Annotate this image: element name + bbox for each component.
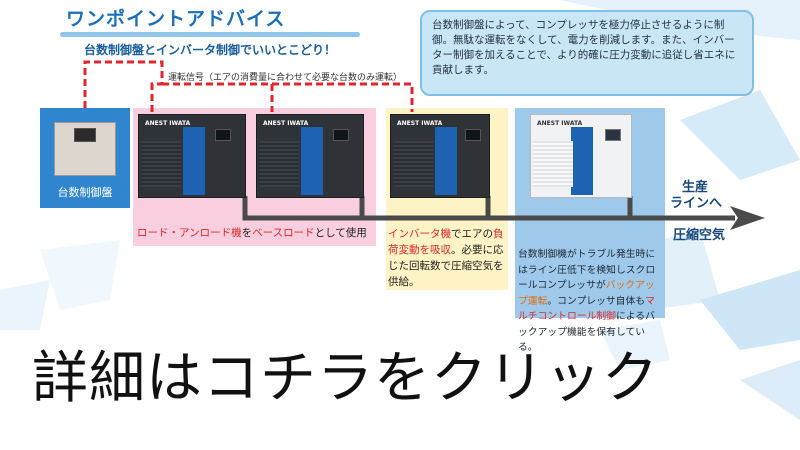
output-destination-label: 生産 ラインへ <box>670 180 722 212</box>
compressor-display <box>333 129 349 141</box>
compressor-stripe <box>571 127 593 195</box>
compressed-air-label: 圧縮空気 <box>673 228 726 243</box>
backup-text: 台数制御機がトラブル発生時にはライン圧低下を検知しスクロールコンプレッサがバック… <box>518 249 656 353</box>
air-pipe <box>242 196 735 221</box>
compressor-stripe <box>183 127 205 195</box>
load-unload-text: ロード・アンロード機をベースロードとして使用 <box>137 227 367 239</box>
title-underline <box>60 32 360 37</box>
compressor-vent <box>259 141 299 187</box>
compressor-display <box>605 129 621 141</box>
output-line2: ラインへ <box>670 196 723 211</box>
info-box: 台数制御盤によって、コンプレッサを極力停止させるように制御。無駄な運転をなくして… <box>420 10 754 96</box>
compressor-4-scroll: ANEST IWATA <box>530 114 632 198</box>
arrow-head <box>730 206 765 230</box>
compressor-logo: ANEST IWATA <box>263 120 309 127</box>
signal-line <box>83 60 414 112</box>
compressor-logo: ANEST IWATA <box>537 120 583 127</box>
compressor-display <box>465 129 481 141</box>
page-subtitle: 台数制御盤とインバータ制御でいいとこどり！ <box>84 43 337 57</box>
signal-label: 運転信号（エアの消費量に合わせて必要な台数のみ運転） <box>168 73 403 83</box>
page-title: ワンポイントアドバイス <box>66 8 286 30</box>
compressor-3-inverter: ANEST IWATA <box>390 114 490 198</box>
output-line1: 生産 <box>682 180 709 195</box>
info-box-text: 台数制御盤によって、コンプレッサを極力停止させるように制御。無駄な運転をなくして… <box>432 19 736 76</box>
compressor-logo: ANEST IWATA <box>145 120 191 127</box>
compressor-stripe <box>435 127 457 195</box>
compressor-1: ANEST IWATA <box>138 114 246 198</box>
details-link[interactable]: 詳細はコチラをクリック <box>32 346 659 411</box>
inverter-text: インバータ機でエアの負荷変動を吸収。必要に応じた回転数で圧縮空気を供給。 <box>388 228 504 288</box>
control-panel-screen <box>74 128 96 142</box>
compressor-logo: ANEST IWATA <box>397 120 443 127</box>
compressor-stripe <box>301 127 323 195</box>
control-panel-label: 台数制御盤 <box>57 186 113 199</box>
compressor-display <box>215 129 231 141</box>
compressor-2: ANEST IWATA <box>256 114 364 198</box>
compressor-vent <box>141 141 181 187</box>
compressor-vent <box>393 141 433 187</box>
compressor-vent <box>533 141 573 187</box>
